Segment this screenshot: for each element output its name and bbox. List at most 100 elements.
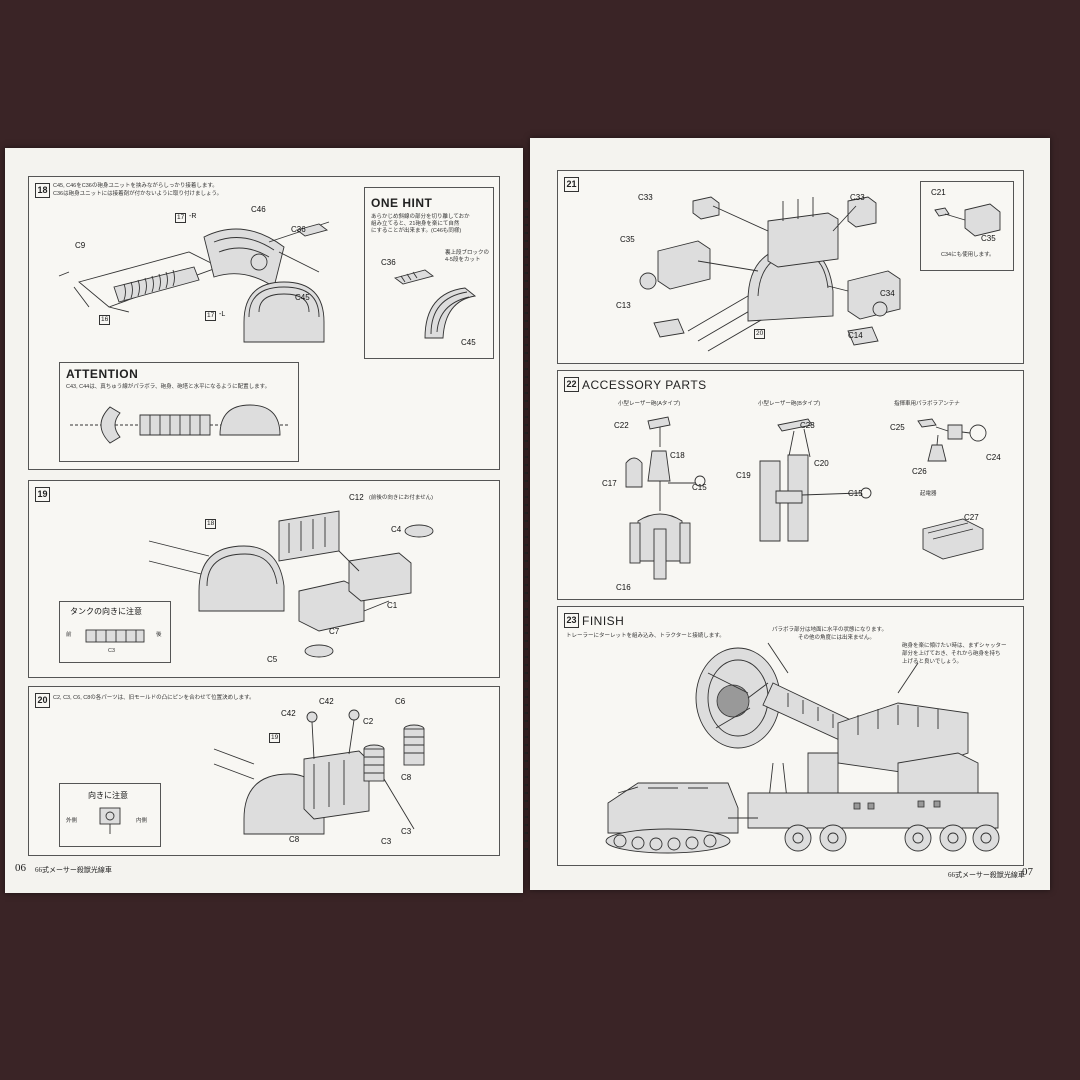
part-label: C22: [614, 421, 629, 430]
part-label: C46: [251, 205, 266, 214]
callout: パラボラ部分は地面に水平の状態になります。: [772, 627, 887, 633]
caution-code: C3: [108, 648, 116, 654]
page-title: 66式メーサー殺獣光線車: [948, 871, 1025, 879]
section-title: ACCESSORY PARTS: [582, 378, 707, 392]
hint-drawing: [393, 269, 477, 339]
part-label: C13: [616, 301, 631, 310]
step-note: C45, C46をC36の砲身ユニットを挟みながらしっかり接着します。: [53, 183, 218, 189]
part-label: C45: [295, 293, 310, 302]
laser-b-drawing: [759, 418, 872, 542]
inset-note: C34にも使用します。: [941, 252, 995, 258]
part-label: C1: [387, 601, 398, 610]
hint-text: 組み立てると、21砲身を楽にて自然: [371, 221, 460, 227]
turret-assembly-drawing: [148, 510, 434, 658]
step-number: 22: [564, 377, 579, 392]
caution-inner: 内側: [136, 818, 148, 824]
step-number: 23: [564, 613, 579, 628]
part-label: C3: [381, 837, 392, 846]
step-23-panel: 23 FINISH トレーラーにターレットを組み込み、トラクターと接続します。 …: [557, 606, 1024, 866]
part-note: (前後の向きにお付ません): [369, 495, 433, 501]
one-hint-box: ONE HINT あらかじめ斜線の部分を切り離しておか 組み立てると、21砲身を…: [364, 187, 494, 359]
step-note: トレーラーにターレットを組み込み、トラクターと接続します。: [566, 633, 725, 639]
hint-text: あらかじめ斜線の部分を切り離しておか: [371, 214, 470, 220]
generator-drawing: [922, 518, 984, 560]
part-label: C23: [800, 421, 815, 430]
page-title: 66式メーサー殺獣光線車: [35, 866, 112, 874]
left-page: 18 C45, C46をC36の砲身ユニットを挟みながらしっかり接着します。 C…: [5, 148, 523, 893]
part-label: C19: [736, 471, 751, 480]
step-21-panel: 21 C33 C33 C35 C13 C14 C34 20 C21 C35 C3: [557, 170, 1024, 364]
ref-box: 19: [269, 733, 281, 743]
part-label: C18: [670, 451, 685, 460]
part-label: C9: [75, 241, 86, 250]
part-label: C4: [391, 525, 402, 534]
part-label: C25: [890, 423, 905, 432]
part-label: C5: [267, 655, 278, 664]
hint-small: 4-5段をカット: [445, 257, 481, 263]
step-19-panel: 19 C12 (前後の向きにお付ません) C4 C1 C7 C5 18 タンクの…: [28, 480, 500, 678]
part-label: C2: [363, 717, 374, 726]
barrel-assembly-drawing: [58, 221, 330, 343]
sub-caption: 小型レーザー砲(Bタイプ): [758, 401, 821, 407]
pin-drawing: [99, 807, 121, 834]
part-label: C42: [281, 709, 296, 718]
turret-sides-drawing: [639, 196, 901, 352]
caution-title: 向きに注意: [88, 791, 128, 800]
part-label: C33: [638, 193, 653, 202]
part-label: C24: [986, 453, 1001, 462]
caution-title: タンクの向きに注意: [70, 607, 142, 616]
ref-suffix: -R: [189, 213, 197, 220]
part-label: C35: [981, 234, 996, 243]
attention-box: ATTENTION C43, C44は、真ちゅう線がパラボラ、砲身、砲塔と水平に…: [59, 362, 299, 462]
part-label: C45: [461, 338, 476, 347]
page-number: 07: [1022, 866, 1033, 878]
attention-note: C43, C44は、真ちゅう線がパラボラ、砲身、砲塔と水平になるように配置します…: [66, 384, 271, 390]
callout: 部分を上げておき、それから砲身を持ち: [902, 651, 1001, 657]
laser-a-drawing: [625, 416, 706, 580]
step-number: 20: [35, 693, 50, 708]
c21-drawing: [934, 203, 1001, 237]
right-page: 21 C33 C33 C35 C13 C14 C34 20 C21 C35 C3: [530, 138, 1050, 890]
part-label: C16: [616, 583, 631, 592]
ref-box: 18: [205, 519, 217, 529]
step-number: 19: [35, 487, 50, 502]
part-label: C35: [620, 235, 635, 244]
caution-rear: 後: [156, 632, 162, 638]
part-label: C8: [289, 835, 300, 844]
step-note: C2, C3, C6, C8の各パーツは、旧モールドの凸にピンを合わせて位置決め…: [53, 695, 255, 701]
part-label: C17: [602, 479, 617, 488]
part-label: C36: [291, 225, 306, 234]
hint-small: 裏上段ブロックの: [445, 250, 490, 256]
ref-suffix: -L: [219, 311, 226, 318]
part-label: C34: [880, 289, 895, 298]
c21-inset: C21 C35 C34にも使用します。: [920, 181, 1014, 271]
callout: その他の角度には出来ません。: [798, 635, 875, 641]
parabola-antenna-drawing: [917, 418, 987, 462]
orientation-caution: 向きに注意 外側 内側: [59, 783, 161, 847]
part-label: C8: [401, 773, 412, 782]
part-label: C36: [381, 258, 396, 267]
ref-box: 20: [754, 329, 766, 339]
part-label: C33: [850, 193, 865, 202]
part-label: C7: [329, 627, 340, 636]
callout: 砲身を楽に傾けたい時は、まずシャッター: [902, 643, 1007, 649]
part-label: C15: [848, 489, 863, 498]
ref-box: 16: [99, 315, 111, 325]
part-label: C21: [931, 188, 946, 197]
ref-box: 17: [205, 311, 217, 321]
part-label: C12: [349, 493, 364, 502]
step-22-panel: 22 ACCESSORY PARTS 小型レーザー砲(Aタイプ) 小型レーザー砲…: [557, 370, 1024, 600]
binding-holes: [524, 200, 528, 850]
step-20-panel: 20 C2, C3, C6, C8の各パーツは、旧モールドの凸にピンを合わせて位…: [28, 686, 500, 856]
part-label: C14: [848, 331, 863, 340]
ref-box: 17: [175, 213, 187, 223]
finished-vehicle-drawing: [605, 642, 1000, 854]
step-18-panel: 18 C45, C46をC36の砲身ユニットを挟みながらしっかり接着します。 C…: [28, 176, 500, 470]
section-title: FINISH: [582, 614, 625, 628]
hint-text: にすることが出来ます。(C46も同様): [371, 228, 462, 234]
step-number: 18: [35, 183, 50, 198]
part-label: C3: [401, 827, 412, 836]
top-parts-drawing: [213, 709, 425, 835]
attention-drawing: [70, 404, 290, 444]
tank-orientation-caution: タンクの向きに注意 前 後 C3: [59, 601, 171, 663]
